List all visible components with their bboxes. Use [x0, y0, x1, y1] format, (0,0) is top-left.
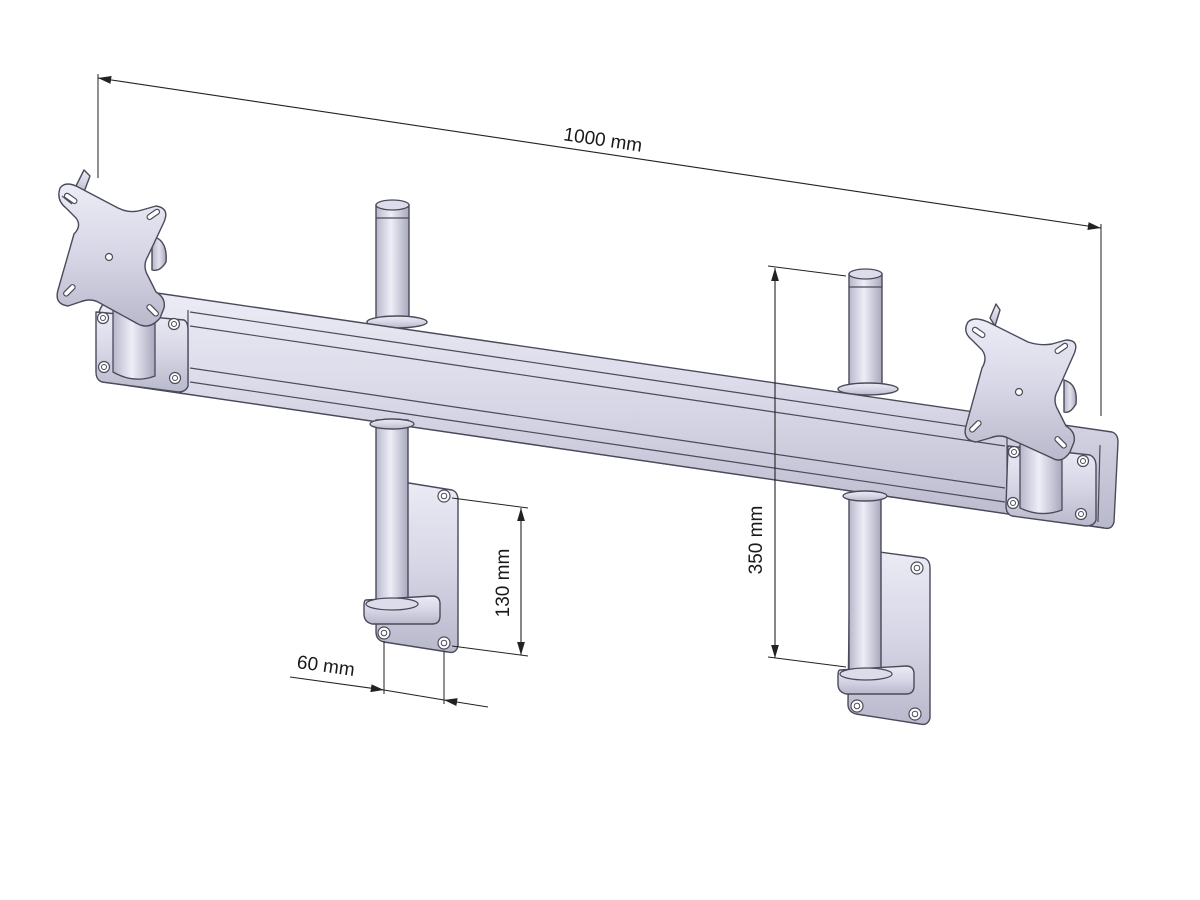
dimension-height: 350 mm	[746, 265, 847, 668]
dimension-label-plate-width: 60 mm	[296, 652, 356, 681]
left-wall-bracket	[363, 418, 459, 654]
dimension-label-plate-height: 130 mm	[493, 549, 514, 618]
dimension-plate-width: 60 mm	[289, 641, 489, 708]
right-wall-bracket	[837, 490, 931, 726]
right-vesa-plate	[964, 303, 1077, 461]
left-pole-top	[366, 199, 428, 329]
dimension-label-width: 1000 mm	[562, 124, 643, 156]
right-pole-top	[837, 268, 899, 396]
left-vesa-plate	[56, 169, 167, 327]
dimension-label-height: 350 mm	[746, 506, 767, 575]
horizontal-rail	[96, 291, 1119, 530]
right-rail-endcap	[1005, 437, 1097, 527]
dimension-plate-height: 130 mm	[451, 497, 529, 657]
